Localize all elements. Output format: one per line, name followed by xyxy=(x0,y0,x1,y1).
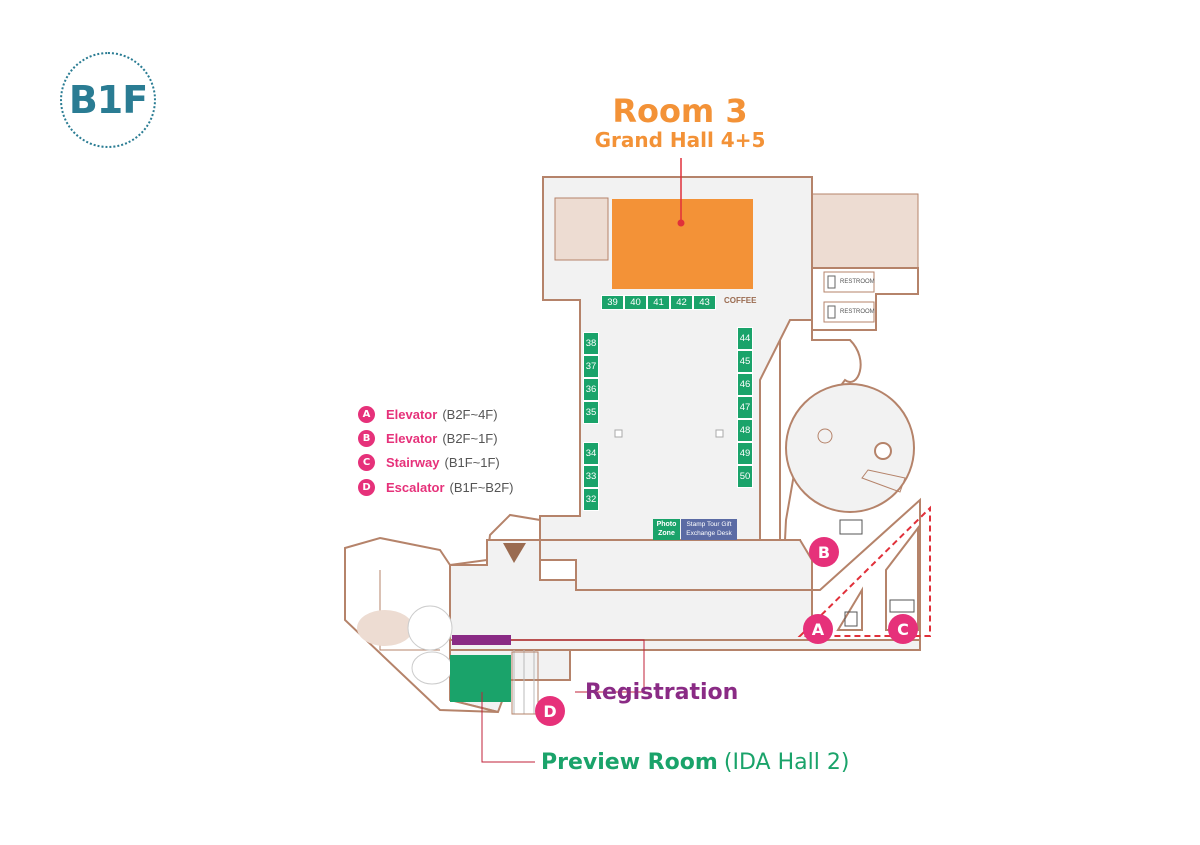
stamp-tour-desk[interactable]: Stamp Tour Gift Exchange Desk xyxy=(681,519,737,540)
booth-35[interactable]: 35 xyxy=(583,401,599,424)
preview-room-name: Preview Room xyxy=(541,750,718,775)
room-3-area xyxy=(612,199,753,289)
legend-range-a: (B2F~4F) xyxy=(442,406,498,422)
registration-leader-line xyxy=(511,639,645,693)
elevator-b-icon xyxy=(839,519,863,535)
booth-row-top: 39 40 41 42 43 xyxy=(601,295,716,310)
marker-b-elevator[interactable]: B xyxy=(809,537,839,567)
preview-leader-line xyxy=(481,692,535,763)
booth-42[interactable]: 42 xyxy=(670,295,693,310)
booth-45[interactable]: 45 xyxy=(737,350,753,373)
floor-label: B1F xyxy=(68,78,148,122)
legend-name-b: Elevator xyxy=(386,430,438,446)
restroom-label-2: RESTROOM xyxy=(840,309,875,315)
booth-36[interactable]: 36 xyxy=(583,378,599,401)
elevator-a-icon xyxy=(844,611,858,627)
legend-marker-b: B xyxy=(358,429,375,447)
booth-34[interactable]: 34 xyxy=(583,442,599,465)
booth-50[interactable]: 50 xyxy=(737,465,753,488)
legend-marker-d: D xyxy=(358,478,375,496)
booth-46[interactable]: 46 xyxy=(737,373,753,396)
legend-marker-a: A xyxy=(358,405,375,423)
booth-40[interactable]: 40 xyxy=(624,295,647,310)
spiral-stair xyxy=(861,469,906,493)
restroom-box-1 xyxy=(823,271,875,293)
booth-44[interactable]: 44 xyxy=(737,327,753,350)
legend-item-b: B Elevator (B2F~1F) xyxy=(358,428,498,448)
legend-item-c: C Stairway (B1F~1F) xyxy=(358,452,500,472)
room-title: Room 3 xyxy=(612,92,748,130)
booth-col-left-lower: 34 33 32 xyxy=(583,442,599,511)
marker-a-elevator[interactable]: A xyxy=(803,614,833,644)
restroom-label-1: RESTROOM xyxy=(840,279,875,285)
booth-41[interactable]: 41 xyxy=(647,295,670,310)
legend-item-d: D Escalator (B1F~B2F) xyxy=(358,477,513,497)
booth-49[interactable]: 49 xyxy=(737,442,753,465)
legend-name-d: Escalator xyxy=(386,479,445,495)
booth-39[interactable]: 39 xyxy=(601,295,624,310)
escalator-d xyxy=(511,651,539,715)
booth-47[interactable]: 47 xyxy=(737,396,753,419)
fountain-shape xyxy=(407,605,453,651)
legend-name-a: Elevator xyxy=(386,406,438,422)
coffee-label: COFFEE xyxy=(724,296,757,305)
room-subtitle: Grand Hall 4+5 xyxy=(594,128,766,152)
floor-badge: B1F xyxy=(60,52,156,148)
preview-room-sub: (IDA Hall 2) xyxy=(723,750,850,775)
booth-33[interactable]: 33 xyxy=(583,465,599,488)
lounge-shape xyxy=(357,610,413,646)
marker-d-escalator[interactable]: D xyxy=(535,696,565,726)
legend-range-b: (B2F~1F) xyxy=(442,430,498,446)
elevator-zone-outline xyxy=(797,505,931,637)
round-atrium xyxy=(785,383,915,513)
booth-col-left-upper: 38 37 36 35 xyxy=(583,332,599,424)
corner-room xyxy=(811,193,919,269)
legend-marker-c: C xyxy=(358,453,375,471)
stairway-c-icon xyxy=(889,599,915,613)
registration-desk xyxy=(452,635,511,645)
storage-room xyxy=(554,197,609,261)
legend-range-c: (B1F~1F) xyxy=(444,454,500,470)
legend-item-a: A Elevator (B2F~4F) xyxy=(358,404,498,424)
booth-col-right: 44 45 46 47 48 49 50 xyxy=(737,327,753,488)
marker-c-stairway[interactable]: C xyxy=(888,614,918,644)
restroom-icon xyxy=(827,275,836,289)
restroom-box-2 xyxy=(823,301,875,323)
booth-43[interactable]: 43 xyxy=(693,295,716,310)
booth-48[interactable]: 48 xyxy=(737,419,753,442)
preview-room-label: Preview Room (IDA Hall 2) xyxy=(541,749,849,775)
booth-32[interactable]: 32 xyxy=(583,488,599,511)
booth-38[interactable]: 38 xyxy=(583,332,599,355)
booth-37[interactable]: 37 xyxy=(583,355,599,378)
legend-range-d: (B1F~B2F) xyxy=(449,479,514,495)
restroom-icon xyxy=(827,305,836,319)
photo-zone[interactable]: Photo Zone xyxy=(653,519,680,540)
registration-label: Registration xyxy=(585,680,739,705)
preview-room-area xyxy=(450,655,511,702)
down-arrow-icon xyxy=(503,543,526,563)
legend-name-c: Stairway xyxy=(386,454,440,470)
